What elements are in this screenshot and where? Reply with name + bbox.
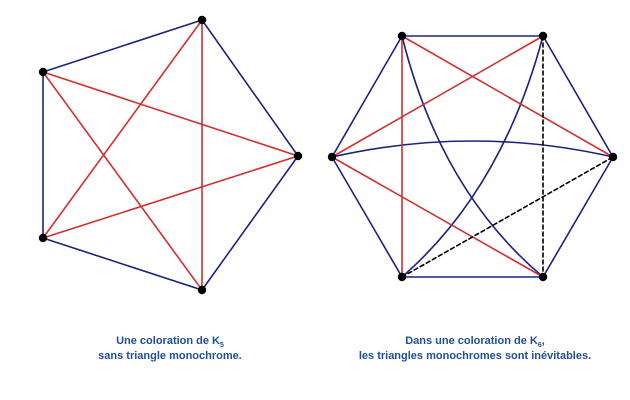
k5-vertex-e <box>38 67 48 77</box>
k6-red-edge-left-topright <box>331 35 544 158</box>
k6-vertex-bottom-left <box>397 272 407 282</box>
k6-blue-edge-upper-left <box>331 35 403 158</box>
k5-red-edge-ad <box>42 19 203 239</box>
k6-dashed-edge-bottomleft-right <box>401 156 614 278</box>
k5-vertex-c <box>197 285 207 295</box>
k6-vertex-left <box>327 152 337 162</box>
k5-caption-line2: sans triangle monochrome. <box>98 350 242 362</box>
k6-vertex-top-left <box>397 31 407 41</box>
k5-red-edge-eb <box>42 71 299 157</box>
k6-red-edge-topleft-right <box>401 35 614 158</box>
k5-graph <box>38 15 303 295</box>
k5-vertex-a <box>197 15 207 25</box>
k6-vertex-bottom-right <box>538 272 548 282</box>
k6-blue-curve-topleft-bottomright <box>401 35 544 278</box>
k6-blue-edge-lower-right <box>542 156 614 278</box>
k6-blue-curve-left-right <box>331 140 614 158</box>
k5-vertex-b <box>293 151 303 161</box>
k6-vertex-top-right <box>538 31 548 41</box>
k6-caption: Dans une coloration de K6, les triangles… <box>325 334 625 364</box>
k5-blue-edge-cd <box>42 237 203 291</box>
k6-blue-curve-bottomleft-topright <box>401 35 544 278</box>
k6-vertex-right <box>608 152 618 162</box>
k6-caption-line1-suffix: , <box>541 335 545 347</box>
k5-caption-line1-prefix: Une coloration de K <box>116 335 220 347</box>
k6-caption-subscript: 6 <box>537 342 542 350</box>
k6-blue-edge-lower-left <box>331 156 403 278</box>
k5-blue-edge-ab <box>201 19 299 157</box>
k6-caption-line1-prefix: Dans une coloration de K <box>405 335 538 347</box>
k5-caption-subscript: 5 <box>220 342 224 350</box>
k6-red-edge-left-bottomright <box>331 156 544 278</box>
k5-red-edge-ec <box>42 71 203 291</box>
k5-vertex-d <box>38 233 48 243</box>
k5-caption: Une coloration de K5 sans triangle monoc… <box>40 334 300 364</box>
k5-red-edge-db <box>42 155 299 239</box>
k5-blue-edge-bc <box>201 155 299 291</box>
k6-blue-edge-upper-right <box>542 35 614 158</box>
k6-graph <box>327 31 618 282</box>
k6-caption-line2: les triangles monochromes sont inévitabl… <box>358 350 592 362</box>
k5-blue-edge-ea <box>42 19 203 73</box>
